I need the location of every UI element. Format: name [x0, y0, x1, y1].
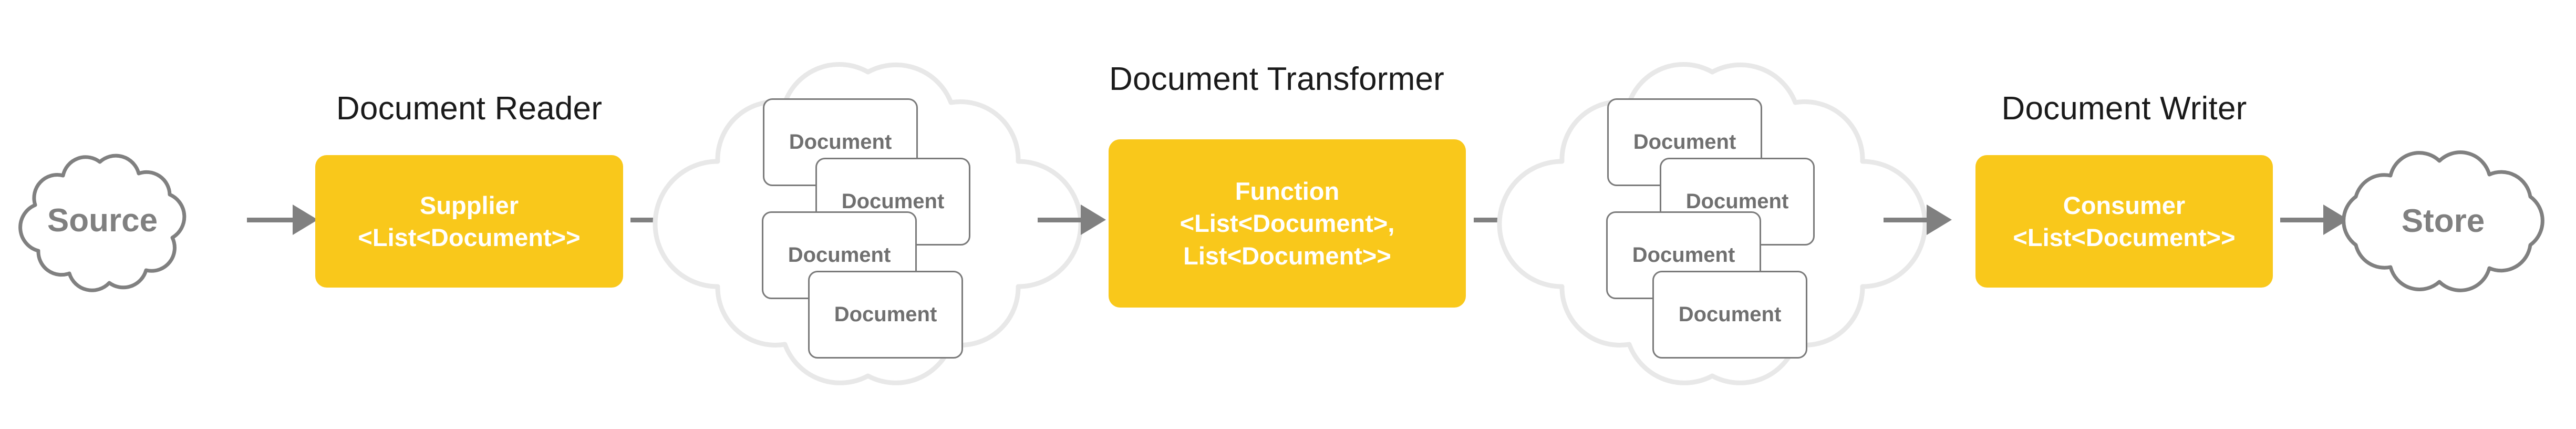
- arrow-docs-right-to-consumer: [1884, 204, 1952, 236]
- document-card-label: Document: [788, 243, 891, 267]
- document-card-label: Document: [1685, 190, 1789, 213]
- stage-title-writer: Document Writer: [2001, 90, 2247, 127]
- document-card-label: Document: [1678, 303, 1782, 326]
- cloud-store-shape: [2342, 150, 2544, 292]
- function-box-label: Function <List<Document>, List<Document>…: [1180, 177, 1395, 270]
- arrow-shaft: [1038, 217, 1081, 222]
- supplier-box-label: Supplier <List<Document>>: [358, 191, 581, 251]
- consumer-box[interactable]: Consumer <List<Document>>: [1975, 155, 2273, 288]
- cloud-source[interactable]: Source: [18, 143, 187, 298]
- document-card[interactable]: Document: [808, 271, 963, 359]
- arrow-shaft: [630, 217, 674, 222]
- arrow-docs-left-to-function: [1038, 204, 1106, 236]
- consumer-box-label: Consumer <List<Document>>: [2013, 191, 2236, 251]
- document-card-label: Document: [834, 303, 937, 326]
- document-card[interactable]: Document: [1652, 271, 1807, 359]
- arrow-head-icon: [1927, 205, 1952, 235]
- arrow-shaft: [1884, 217, 1927, 222]
- cloud-documents-left: Document Document Document Document: [653, 29, 1083, 418]
- document-card-label: Document: [1632, 243, 1735, 267]
- supplier-box[interactable]: Supplier <List<Document>>: [315, 155, 623, 288]
- cloud-source-shape: [18, 154, 187, 292]
- arrow-shaft: [2280, 217, 2323, 222]
- document-card-label: Document: [789, 130, 892, 154]
- stage-title-reader: Document Reader: [336, 90, 603, 127]
- arrow-head-icon: [293, 205, 318, 235]
- document-card-label: Document: [1633, 130, 1736, 154]
- arrow-shaft: [247, 217, 293, 222]
- function-box[interactable]: Function <List<Document>, List<Document>…: [1109, 139, 1466, 308]
- stage-title-transformer: Document Transformer: [1109, 61, 1444, 97]
- cloud-documents-right: Document Document Document Document: [1497, 29, 1928, 418]
- arrow-head-icon: [1081, 205, 1106, 235]
- arrow-shaft: [1474, 217, 1517, 222]
- arrow-source-to-supplier: [247, 204, 318, 236]
- document-card-label: Document: [841, 190, 945, 213]
- cloud-store[interactable]: Store: [2338, 142, 2548, 300]
